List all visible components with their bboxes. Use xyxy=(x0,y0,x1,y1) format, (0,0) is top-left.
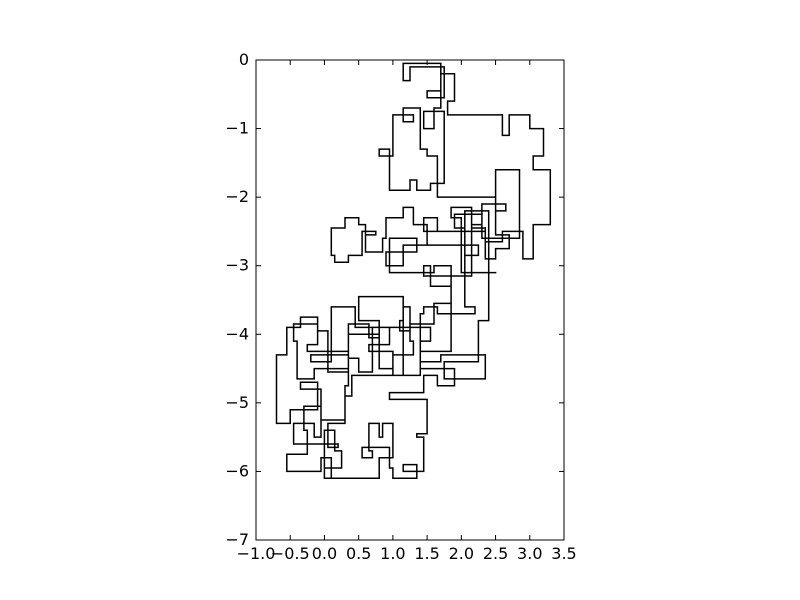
y-tick-label: −3 xyxy=(225,256,249,275)
x-tick-label: 3.0 xyxy=(517,544,542,563)
y-tick-label: −5 xyxy=(225,393,249,412)
x-tick-label: 0.5 xyxy=(346,544,371,563)
x-tick-label: 1.0 xyxy=(380,544,405,563)
x-tick-label: 2.5 xyxy=(483,544,508,563)
y-axis-ticks: 0 −1 −2 −3 −4 −5 −6 −7 xyxy=(225,50,564,549)
x-tick-label: −0.5 xyxy=(271,544,310,563)
y-tick-label: −6 xyxy=(225,461,249,480)
y-tick-label: −7 xyxy=(225,530,249,549)
y-tick-label: −4 xyxy=(225,324,249,343)
x-tick-label: 2.0 xyxy=(449,544,474,563)
plot-area xyxy=(275,62,552,480)
x-tick-label: 3.5 xyxy=(551,544,576,563)
x-tick-label: −1.0 xyxy=(237,544,276,563)
series-line-1 xyxy=(275,62,552,480)
x-tick-label: 0.0 xyxy=(312,544,337,563)
axes-frame xyxy=(255,59,565,541)
x-tick-label: 1.5 xyxy=(414,544,439,563)
y-tick-label: 0 xyxy=(239,50,249,69)
y-tick-label: −2 xyxy=(225,187,249,206)
y-tick-label: −1 xyxy=(225,119,249,138)
